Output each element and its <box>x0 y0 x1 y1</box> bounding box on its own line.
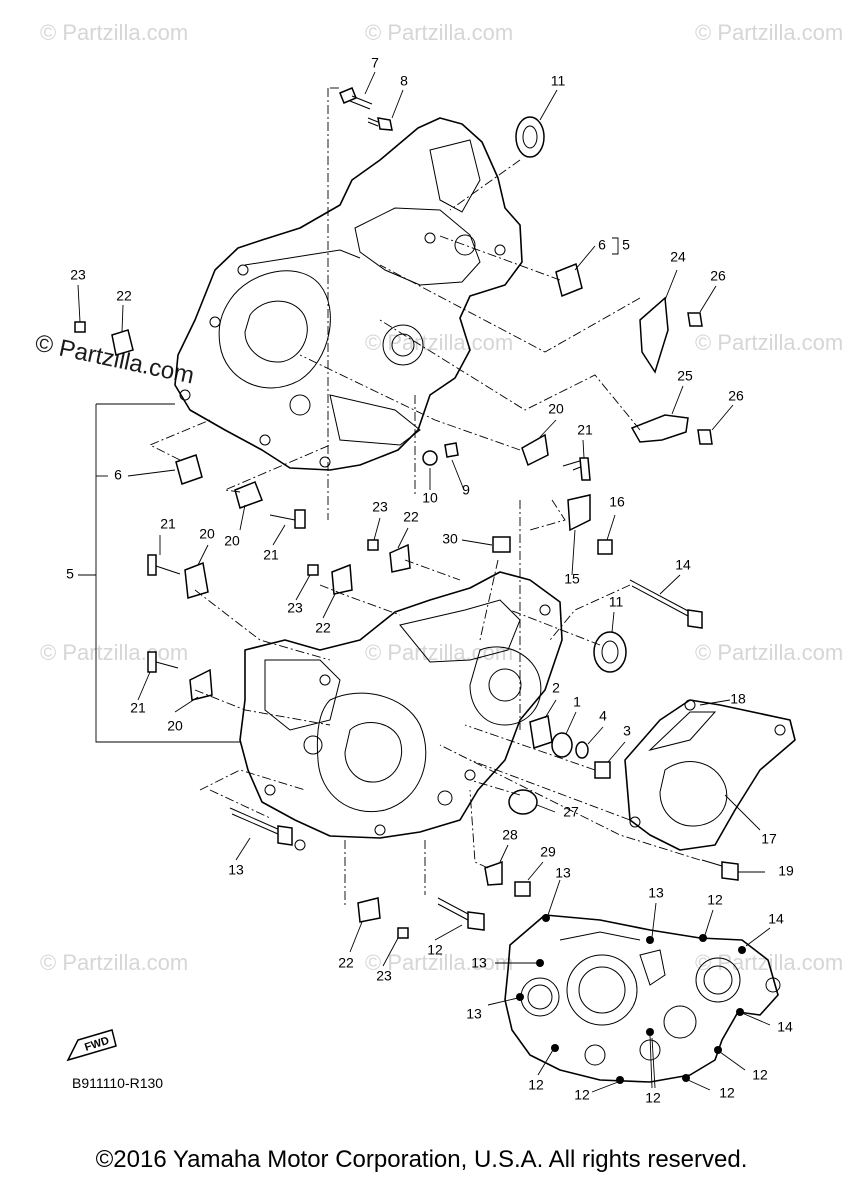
callout-22: 22 <box>403 509 419 525</box>
callout-13: 13 <box>466 1006 482 1022</box>
watermark: © Partzilla.com <box>365 640 513 665</box>
callout-28: 28 <box>502 827 518 843</box>
callout-17: 17 <box>761 831 777 847</box>
watermark: © Partzilla.com <box>40 20 188 45</box>
callout-9: 9 <box>462 482 470 498</box>
callout-10: 10 <box>422 490 438 506</box>
assembly-lines <box>148 87 701 905</box>
callout-12: 12 <box>719 1085 735 1101</box>
callout-22: 22 <box>116 288 132 304</box>
callout-3: 3 <box>623 723 631 739</box>
callout-14: 14 <box>777 1019 793 1035</box>
callout-21: 21 <box>263 547 279 563</box>
callout-11: 11 <box>551 73 566 89</box>
callout-5: 5 <box>622 237 630 253</box>
callout-20: 20 <box>224 533 240 549</box>
callout-22: 22 <box>315 620 331 636</box>
callout-20: 20 <box>548 401 564 417</box>
watermark: © Partzilla.com <box>695 330 843 355</box>
watermark: © Partzilla.com <box>40 950 188 975</box>
callout-6: 6 <box>598 237 606 253</box>
upper-crankcase <box>174 117 523 471</box>
sprocket-guard <box>624 699 796 851</box>
callout-1: 1 <box>573 694 581 710</box>
callout-4: 4 <box>599 708 607 724</box>
callout-21: 21 <box>160 516 176 532</box>
crankcase-bolt-map <box>504 914 781 1084</box>
callout-23: 23 <box>287 600 303 616</box>
callout-21: 21 <box>577 422 593 438</box>
watermark-group: © Partzilla.com © Partzilla.com © Partzi… <box>33 20 843 975</box>
lower-crankcase <box>239 571 563 851</box>
callout-24: 24 <box>670 249 686 265</box>
diagram-code: B911110-R130 <box>72 1075 163 1091</box>
callout-30: 30 <box>442 531 458 547</box>
callout-20: 20 <box>199 526 215 542</box>
callout-14: 14 <box>768 911 784 927</box>
callout-26: 26 <box>710 268 726 284</box>
callout-13: 13 <box>555 865 571 881</box>
callout-23: 23 <box>70 267 86 283</box>
callout-27: 27 <box>563 804 579 820</box>
callout-18: 18 <box>730 691 746 707</box>
watermark: © Partzilla.com <box>695 640 843 665</box>
callout-25: 25 <box>677 368 693 384</box>
callout-13: 13 <box>648 885 664 901</box>
watermark: © Partzilla.com <box>695 20 843 45</box>
callout-7: 7 <box>371 55 379 71</box>
callout-14: 14 <box>675 557 691 573</box>
callout-23: 23 <box>372 499 388 515</box>
callout-6: 6 <box>114 467 122 483</box>
callout-12: 12 <box>574 1087 590 1103</box>
callout-12: 12 <box>752 1067 768 1083</box>
callout-29: 29 <box>540 844 556 860</box>
watermark: © Partzilla.com <box>365 330 513 355</box>
callout-11: 11 <box>609 594 624 610</box>
callout-15: 15 <box>564 571 580 587</box>
callout-12: 12 <box>707 892 723 908</box>
callout-19: 19 <box>778 863 794 879</box>
callout-12: 12 <box>645 1090 661 1106</box>
callout-13: 13 <box>471 955 487 971</box>
callout-13: 13 <box>228 862 244 878</box>
small-parts <box>66 87 739 1062</box>
callout-26: 26 <box>728 388 744 404</box>
watermark: © Partzilla.com <box>40 640 188 665</box>
callout-22: 22 <box>338 955 354 971</box>
callout-23: 23 <box>376 968 392 984</box>
callout-5: 5 <box>66 566 74 582</box>
callout-12: 12 <box>427 942 443 958</box>
watermark: © Partzilla.com <box>365 20 513 45</box>
leaders <box>77 71 771 1093</box>
callout-12: 12 <box>528 1077 544 1093</box>
callout-20: 20 <box>167 718 183 734</box>
callout-16: 16 <box>609 494 625 510</box>
callout-2: 2 <box>552 680 560 696</box>
callout-21: 21 <box>130 700 146 716</box>
callout-labels: 7 8 11 6 5 24 26 25 26 23 22 20 21 10 9 … <box>66 55 794 1106</box>
fwd-arrow-icon <box>66 1029 117 1062</box>
callout-8: 8 <box>400 73 408 89</box>
copyright-notice: ©2016 Yamaha Motor Corporation, U.S.A. A… <box>95 1146 748 1173</box>
